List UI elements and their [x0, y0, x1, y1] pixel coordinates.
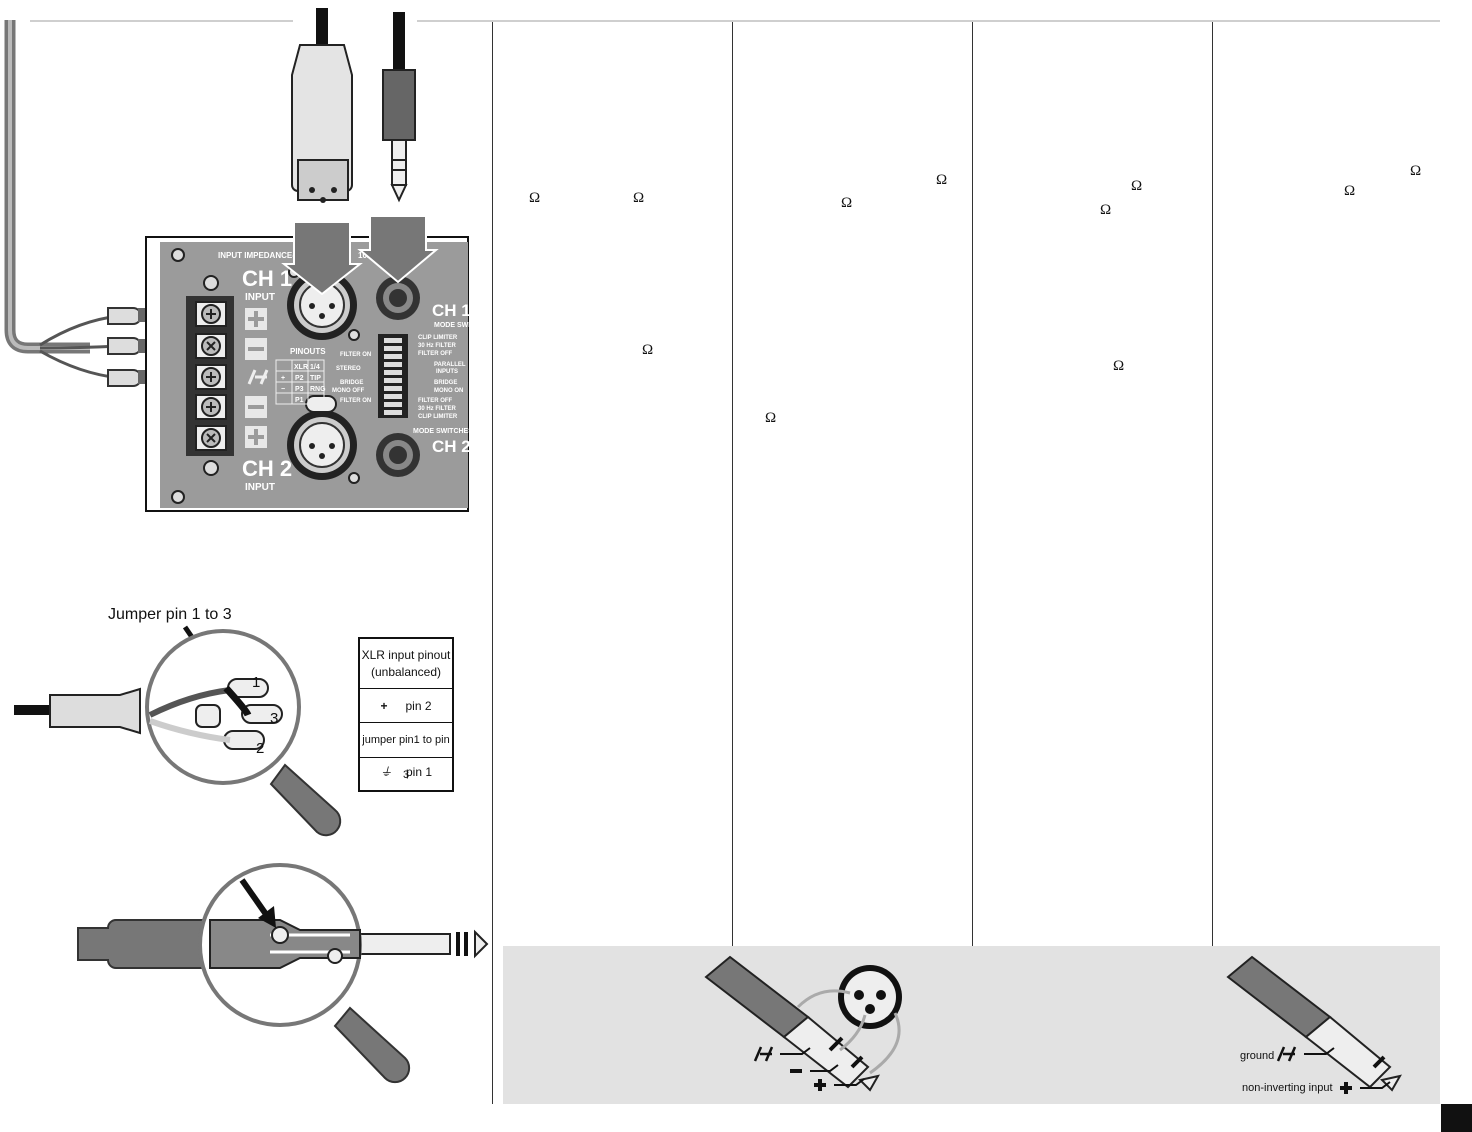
pinout-row-ground: ⏚ pin 1: [360, 758, 452, 790]
switch-label-left: STEREO: [336, 366, 361, 372]
page-number-badge: [1441, 1104, 1472, 1132]
screw-icon: [171, 248, 185, 504]
switch-label: 30 Hz FILTER: [418, 406, 457, 412]
column-divider-3: [972, 22, 973, 946]
spade-lug-icon: [107, 307, 142, 387]
omega-symbol: Ω: [841, 195, 853, 211]
xlr-jack-icon: [287, 270, 357, 340]
xlr-jack-icon: [287, 395, 357, 480]
pin-number: 3: [270, 710, 278, 727]
pinout-cell: +: [281, 375, 285, 382]
plus-symbol: +: [380, 699, 388, 713]
omega-symbol: Ω: [1113, 358, 1125, 374]
pinout-cell: −: [281, 386, 285, 393]
ts-plug-diagram: ground non-inverting input: [1226, 955, 1402, 1094]
top-rule-left: [30, 20, 293, 22]
pinout-row-jumper: jumper pin1 to pin 3: [360, 723, 452, 781]
pinout-title-line2: (unbalanced): [370, 665, 442, 679]
pinout-cell: P2: [295, 375, 304, 382]
omega-symbol: Ω: [1344, 183, 1356, 199]
amp-rear-panel-illustration: INPUT IMPEDANCE- 10K U CH 1 INPUT CH 2 I…: [4, 8, 480, 512]
insert-arrow-icon: [281, 221, 363, 296]
ground-symbol-icon: [1276, 1046, 1297, 1062]
switch-label: FILTER OFF: [418, 351, 453, 357]
switch-label: BRIDGE: [434, 380, 457, 386]
omega-symbol: Ω: [1410, 163, 1422, 179]
pinout-table-title: XLR input pinout (unbalanced): [360, 639, 452, 689]
magnifier-handle: [333, 1006, 411, 1084]
pinout-cell: RNG: [310, 386, 326, 393]
ch1-input-label: INPUT: [245, 292, 275, 303]
mode-switches-label-2: MODE SWITCHES: [413, 428, 473, 435]
pin-value: pin 2: [405, 699, 432, 713]
column-divider-4: [1212, 22, 1213, 946]
mode-switches-label: MODE SWITCHES: [434, 322, 480, 329]
pin-value: pin 1: [405, 765, 433, 779]
switch-label: 30 Hz FILTER: [418, 343, 457, 349]
omega-symbol: Ω: [529, 190, 541, 206]
pinout-cell: P3: [295, 386, 304, 393]
switch-label-left: BRIDGE: [340, 380, 363, 386]
trs-to-xlr-diagram: [704, 955, 902, 1092]
top-rule-right: [417, 20, 1440, 22]
column-divider-1: [492, 22, 493, 1104]
pinout-cell: P1: [295, 397, 304, 404]
ground-symbol-icon: [247, 369, 269, 385]
omega-symbol: Ω: [1100, 202, 1112, 218]
omega-symbol: Ω: [633, 190, 645, 206]
xlr-plug-icon: [291, 8, 353, 203]
pinout-cell: TIP: [310, 375, 321, 382]
pinout-row-plus: + pin 2: [360, 689, 452, 723]
insert-arrow-icon: [357, 215, 439, 284]
switch-label-left: MONO OFF: [332, 388, 365, 394]
pin-number: 2: [256, 740, 264, 757]
xlr-face-icon: [838, 965, 902, 1029]
quarter-inch-jack-icon: [376, 276, 420, 320]
omega-symbol: Ω: [642, 342, 654, 358]
ch1-right-label: CH 1: [432, 301, 471, 320]
omega-symbol: Ω: [936, 172, 948, 188]
ground-symbol-icon: ⏚: [379, 765, 392, 779]
jumper-value: jumper pin1 to pin 3: [362, 734, 450, 781]
switch-label-left: FILTER ON: [340, 398, 371, 404]
ch2-label: CH 2: [242, 456, 292, 481]
quarter-inch-plug-detail: [77, 863, 489, 1084]
switch-label: INPUTS: [436, 369, 458, 375]
noninverting-label: non-inverting input: [1242, 1082, 1333, 1094]
jumper-callout: Jumper pin 1 to 3: [108, 606, 232, 623]
switch-label: CLIP LIMITER: [418, 335, 458, 341]
pinouts-label: PINOUTS: [290, 347, 326, 356]
plus-symbol-icon: [814, 1079, 826, 1091]
xlr-pinout-table: XLR input pinout (unbalanced) + pin 2 jum…: [358, 637, 454, 792]
pinout-header: 1/4: [310, 364, 320, 371]
speaker-wire: [4, 20, 90, 354]
switch-label: PARALLEL: [434, 362, 466, 368]
magnifier-handle: [269, 763, 342, 837]
omega-symbol: Ω: [1131, 178, 1143, 194]
switch-label: CLIP LIMITER: [418, 414, 458, 420]
switch-label: MONO ON: [434, 388, 463, 394]
xlr-jumper-detail: Jumper pin 1 to 3 1 3 2: [14, 606, 342, 837]
switch-label: FILTER OFF: [418, 398, 453, 404]
omega-symbol: Ω: [765, 410, 777, 426]
ground-label: ground: [1240, 1050, 1274, 1062]
plus-symbol-icon: [1340, 1082, 1352, 1094]
switch-label-left: FILTER ON: [340, 352, 371, 358]
pinout-title-line1: XLR input pinout: [361, 648, 451, 662]
pinout-header: XLR: [294, 364, 308, 371]
ground-symbol-icon: [753, 1046, 774, 1062]
impedance-label: INPUT IMPEDANCE-: [218, 251, 295, 260]
ch2-right-label: CH 2: [432, 437, 471, 456]
screw-icon: [203, 275, 219, 476]
quarter-inch-plug-icon: [382, 12, 416, 203]
column-divider-2: [732, 22, 733, 946]
connector-diagram-panel: [503, 946, 1440, 1104]
pin-number: 1: [252, 674, 260, 691]
quarter-inch-jack-icon: [376, 433, 420, 477]
ch1-label: CH 1: [242, 266, 292, 291]
ch2-input-label: INPUT: [245, 482, 275, 493]
